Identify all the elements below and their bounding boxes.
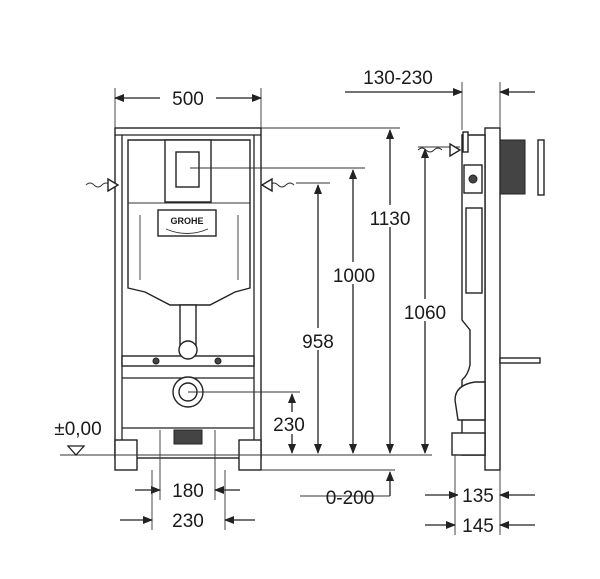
dim-1000: 1000 [333,266,375,287]
dim-958: 958 [302,332,334,353]
water-inlet-icons [85,177,295,193]
dim-1060: 1060 [404,303,446,324]
dim-1130: 1130 [370,209,411,230]
side-frame [417,127,545,471]
floor-level-label: ±0,00 [54,419,101,440]
dim-width: 500 [172,89,204,110]
dim-135: 135 [462,486,494,507]
dim-foot-spacing: 230 [172,511,204,532]
dim-wall-depth: 130-230 [363,68,433,89]
dim-drain-height: 230 [273,415,305,436]
cistern: GROHE [127,139,251,445]
floor-level-triangle-icon [66,445,86,456]
dim-180: 180 [172,481,204,502]
grohe-logo: GROHE [170,216,203,226]
dim-145: 145 [462,516,494,537]
dim-floor-adjust: 0-200 [326,488,375,509]
